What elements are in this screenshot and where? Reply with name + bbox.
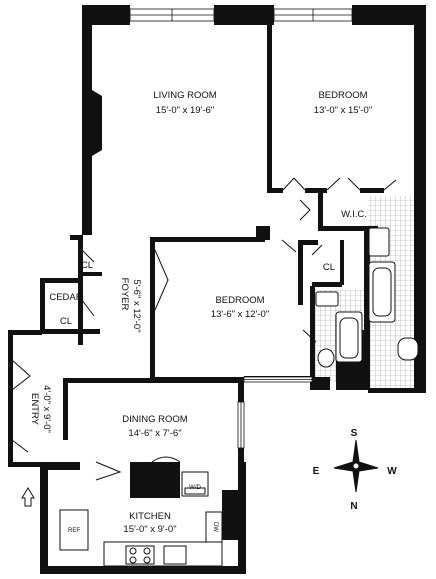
kitchen-dims: 15'-0" x 9'-0"	[123, 524, 176, 535]
foyer-dims: 5'-6" x 12'-0"	[131, 279, 142, 332]
compass-south: S	[351, 428, 358, 439]
cedar-closet-line1: CEDAR	[49, 292, 82, 303]
bedroom-closet-label: CL	[323, 262, 335, 273]
entry-arrow-icon	[21, 487, 35, 507]
bedroom-2-name: BEDROOM	[215, 295, 264, 306]
door-swings	[11, 177, 397, 481]
bath-fixtures	[315, 227, 419, 368]
kitchen-fixtures	[59, 471, 223, 567]
compass-east: E	[313, 466, 320, 477]
windows	[129, 8, 353, 449]
compass-north: N	[350, 501, 357, 512]
refrigerator-label: REF	[68, 528, 80, 534]
entry-name: ENTRY	[29, 393, 40, 426]
foyer-closet-label: CL	[81, 260, 93, 271]
living-room-dims: 15'-0" x 19'-6"	[156, 105, 214, 116]
compass: S N E W	[313, 428, 398, 512]
compass-west: W	[387, 466, 397, 477]
bedroom-1-dims: 13'-0" x 15'-0"	[314, 105, 372, 116]
cedar-closet-line2: CL	[60, 316, 72, 327]
foyer-name: FOYER	[119, 278, 130, 311]
living-room-name: LIVING ROOM	[153, 90, 216, 101]
dining-room-name: DINING ROOM	[122, 414, 188, 425]
dishwasher-label: DW	[212, 522, 218, 532]
entry-dims: 4'-0" x 9'-0"	[41, 385, 52, 433]
washer-dryer-label: W/D	[189, 485, 201, 491]
bedroom-2-dims: 13'-6" x 12'-0"	[211, 309, 269, 320]
dining-room-dims: 14'-6" x 7'-6"	[128, 428, 181, 439]
kitchen-name: KITCHEN	[129, 511, 171, 522]
wic-label: W.I.C.	[341, 209, 367, 220]
bedroom-1-name: BEDROOM	[318, 90, 367, 101]
